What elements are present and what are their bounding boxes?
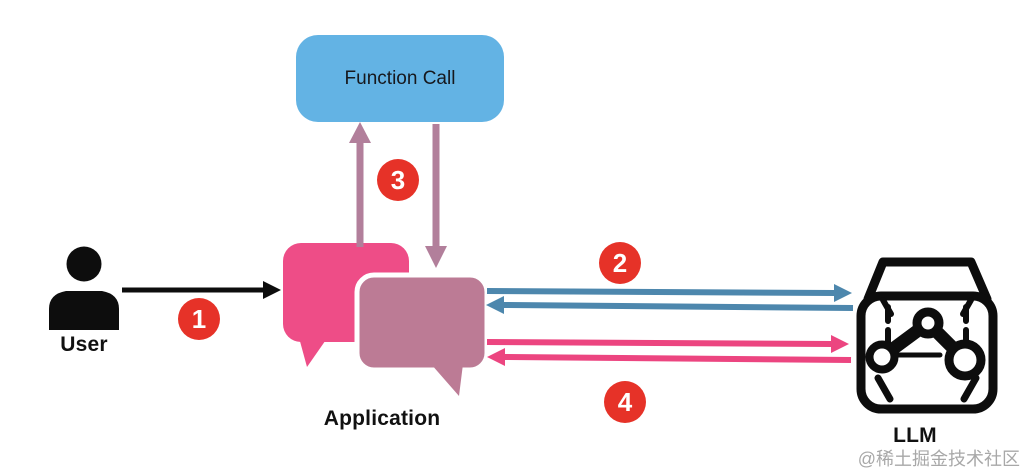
arrow-user-to-application [122, 281, 281, 299]
step-number-3: 3 [390, 165, 406, 195]
user-label: User [60, 333, 108, 356]
chat-bubble-front [354, 272, 490, 373]
watermark: @稀土掘金技术社区 [857, 449, 1020, 469]
step-number-2: 2 [612, 248, 628, 278]
user-icon [49, 246, 119, 330]
step-number-4: 4 [617, 387, 633, 417]
application-label: Application [323, 407, 441, 430]
arrow-function-call-to-application [425, 124, 447, 268]
chat-bubble-front-tail [431, 364, 463, 396]
step-number-1: 1 [191, 304, 207, 334]
arrow-llm-to-application-pink [487, 348, 852, 366]
function-call-node: Function Call [296, 35, 504, 122]
application-icon [283, 243, 490, 396]
step-badge-4: 4 [604, 381, 646, 423]
step-badge-3: 3 [377, 159, 419, 201]
arrow-llm-to-application-blue [486, 296, 854, 314]
step-badge-2: 2 [599, 242, 641, 284]
arrow-application-to-llm [486, 284, 852, 302]
llm-label: LLM [893, 424, 937, 447]
function-call-label: Function Call [344, 67, 456, 89]
chat-bubble-back-tail [298, 334, 330, 367]
step-badge-1: 1 [178, 298, 220, 340]
llm-icon [856, 257, 998, 414]
arrow-application-to-function-call [349, 122, 371, 247]
arrow-application-to-llm-pink [486, 335, 849, 353]
